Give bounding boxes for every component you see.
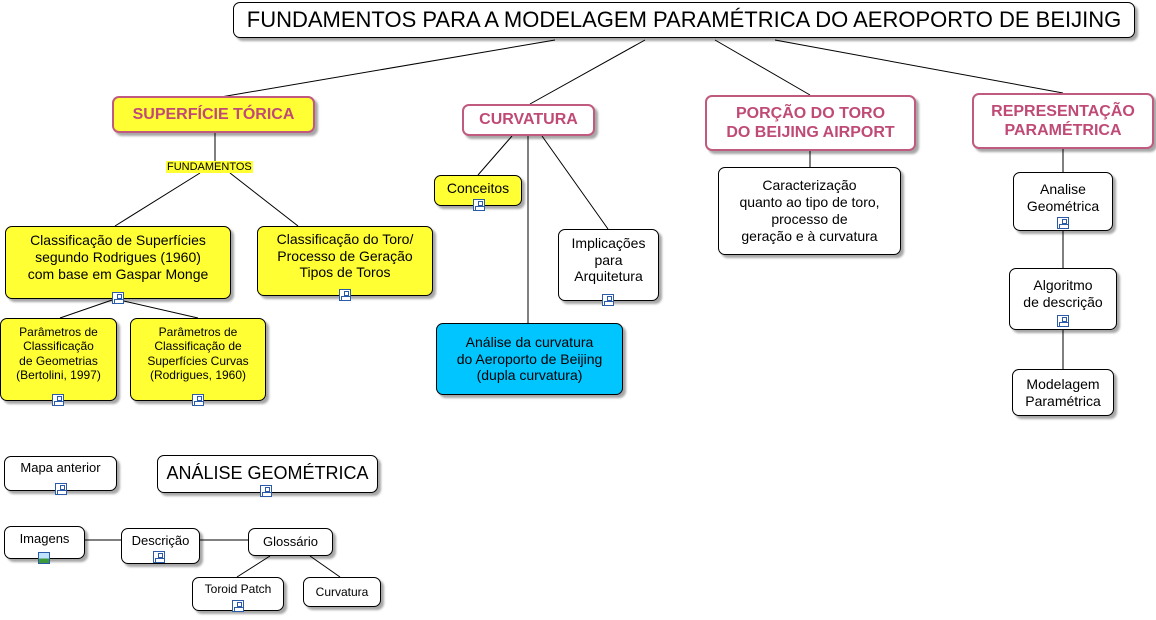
map-title-text: FUNDAMENTOS PARA A MODELAGEM PARAMÉTRICA…: [246, 6, 1122, 32]
concept-label: Modelagem Paramétrica: [1025, 375, 1101, 409]
concept-analise-geometrica-small[interactable]: Analise Geométrica: [1013, 172, 1113, 231]
concept-label: Analise Geométrica: [1026, 180, 1100, 214]
concept-analise-curvatura[interactable]: Análise da curvatura do Aeroporto de Bei…: [436, 323, 623, 395]
nav-mapa-anterior[interactable]: Mapa anterior: [4, 456, 117, 495]
image-icon[interactable]: [38, 552, 50, 564]
nav-label: Toroid Patch: [204, 582, 272, 596]
concept-label: SUPERFÍCIE TÓRICA: [132, 105, 295, 123]
concept-label: Implicações para Arquitetura: [571, 234, 646, 285]
concept-label: Parâmetros de Classificação de Superfíci…: [147, 324, 249, 382]
concept-representacao-parametrica[interactable]: REPRESENTAÇÃO PARAMÉTRICA: [972, 93, 1154, 149]
nav-imagens[interactable]: Imagens: [4, 526, 85, 564]
concept-label: PORÇÃO DO TORO DO BEIJING AIRPORT: [726, 104, 895, 141]
nav-label: Mapa anterior: [20, 460, 101, 475]
nav-analise-geometrica[interactable]: ANÁLISE GEOMÉTRICA: [157, 455, 378, 497]
link-label-fundamentos: FUNDAMENTOS: [166, 161, 253, 173]
concept-caracterizacao[interactable]: Caracterização quanto ao tipo de toro, p…: [718, 167, 901, 255]
submap-icon[interactable]: [260, 485, 272, 497]
nav-glossario[interactable]: Glossário: [248, 528, 333, 556]
submap-icon[interactable]: [153, 551, 165, 563]
concept-classificacao-toro[interactable]: Classificação do Toro/ Processo de Geraç…: [257, 226, 433, 301]
concept-label: Classificação do Toro/ Processo de Geraç…: [276, 230, 414, 281]
concept-label: Parâmetros de Classificação de Geometria…: [16, 324, 101, 382]
concept-implicacoes[interactable]: Implicações para Arquitetura: [558, 229, 659, 306]
submap-icon[interactable]: [1057, 315, 1069, 327]
concept-algoritmo[interactable]: Algoritmo de descrição: [1009, 268, 1117, 330]
concept-label: REPRESENTAÇÃO PARAMÉTRICA: [991, 102, 1135, 139]
concept-parametros-geometrias[interactable]: Parâmetros de Classificação de Geometria…: [0, 318, 117, 406]
concept-modelagem[interactable]: Modelagem Paramétrica: [1012, 369, 1114, 416]
submap-icon[interactable]: [339, 289, 351, 301]
concept-label: Algoritmo de descrição: [1023, 277, 1103, 310]
submap-icon[interactable]: [232, 600, 244, 612]
map-title: FUNDAMENTOS PARA A MODELAGEM PARAMÉTRICA…: [233, 2, 1135, 38]
concept-curvatura[interactable]: CURVATURA: [462, 104, 595, 136]
concept-label: CURVATURA: [479, 111, 578, 129]
submap-icon[interactable]: [1057, 217, 1069, 229]
nav-toroid-patch[interactable]: Toroid Patch: [192, 577, 284, 612]
submap-icon[interactable]: [112, 292, 124, 304]
concept-porcao-do-toro[interactable]: PORÇÃO DO TORO DO BEIJING AIRPORT: [705, 95, 916, 151]
nav-label: Imagens: [19, 531, 70, 546]
nav-label: Glossário: [263, 534, 318, 550]
submap-icon[interactable]: [52, 394, 64, 406]
concept-label: Caracterização quanto ao tipo de toro, p…: [739, 177, 880, 244]
concept-superficie-torica[interactable]: SUPERFÍCIE TÓRICA: [112, 96, 315, 133]
concept-conceitos[interactable]: Conceitos: [434, 175, 522, 211]
nav-label: ANÁLISE GEOMÉTRICA: [166, 463, 369, 483]
nav-curvatura-small[interactable]: Curvatura: [303, 577, 381, 607]
concept-classificacao-superficies[interactable]: Classificação de Superfícies segundo Rod…: [5, 226, 231, 304]
concept-label: Conceitos: [446, 180, 510, 196]
concept-parametros-superficies[interactable]: Parâmetros de Classificação de Superfíci…: [130, 318, 266, 406]
concept-label: Classificação de Superfícies segundo Rod…: [27, 232, 209, 282]
nav-descricao[interactable]: Descrição: [121, 528, 200, 564]
submap-icon[interactable]: [192, 394, 204, 406]
concept-label: Análise da curvatura do Aeroporto de Bei…: [456, 333, 603, 384]
nav-label: Descrição: [131, 533, 190, 548]
submap-icon[interactable]: [473, 199, 485, 211]
nav-label: Curvatura: [315, 584, 369, 599]
submap-icon[interactable]: [602, 294, 614, 306]
submap-icon[interactable]: [55, 483, 67, 495]
